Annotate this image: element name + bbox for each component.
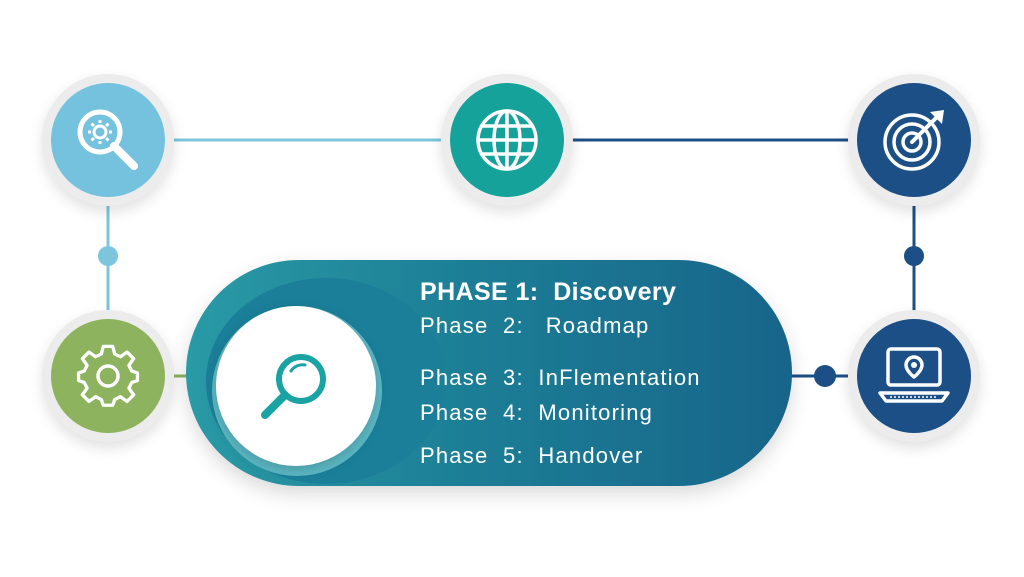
phase-item-2[interactable]: Phase 2: Roadmap <box>420 313 650 338</box>
connector-dot-right <box>904 246 924 266</box>
discovery-node[interactable] <box>42 74 174 206</box>
target-node[interactable] <box>848 74 980 206</box>
settings-node-disc <box>51 319 165 433</box>
global-node-disc <box>450 83 564 197</box>
monitor-node[interactable] <box>848 310 980 442</box>
settings-node[interactable] <box>42 310 174 442</box>
laptop-icon <box>878 347 950 403</box>
phase-panel <box>186 260 792 486</box>
connector-dot-left <box>98 246 118 266</box>
connector-dot-pill-right <box>814 365 836 387</box>
lens-badge <box>216 306 376 466</box>
phase-item-3[interactable]: Phase 3: InFlementation <box>420 365 701 390</box>
monitor-node-disc <box>857 319 971 433</box>
phase-item-5[interactable]: Phase 5: Handover <box>420 443 644 468</box>
phase-item-1[interactable]: PHASE 1: Discovery <box>420 278 677 306</box>
magnifier-icon <box>261 354 326 419</box>
global-node[interactable] <box>441 74 573 206</box>
gear-icon <box>76 344 140 407</box>
phase-item-4[interactable]: Phase 4: Monitoring <box>420 400 654 425</box>
discovery-node-disc <box>51 83 165 197</box>
magnifier-gear-icon <box>77 109 138 170</box>
globe-icon <box>476 109 538 171</box>
target-node-disc <box>857 83 971 197</box>
target-icon <box>883 110 944 171</box>
